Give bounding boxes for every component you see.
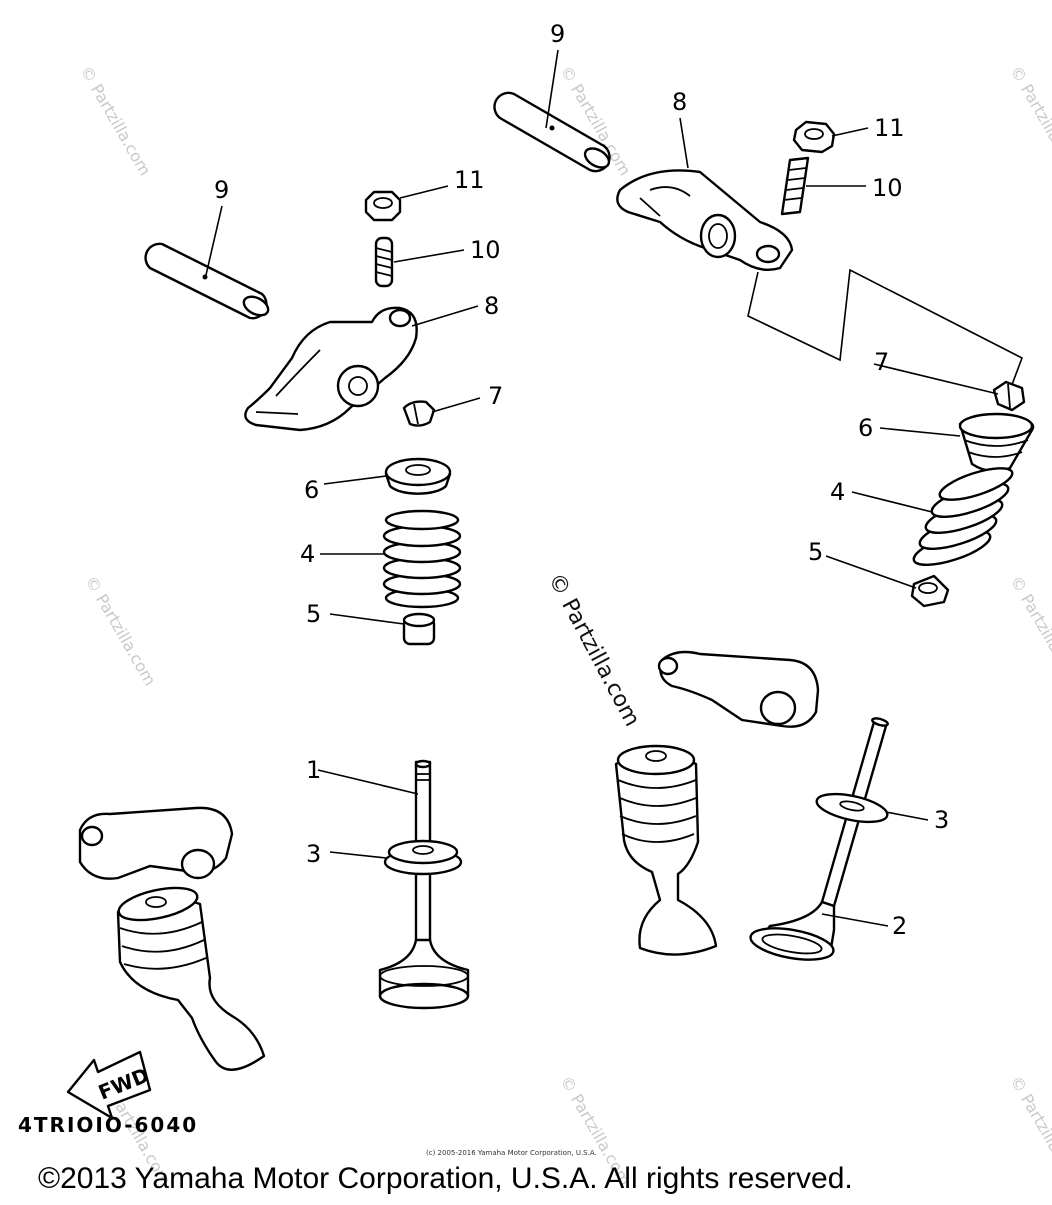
assembly-guide-line — [747, 268, 1023, 391]
watermark: © Partzilla.com — [1007, 573, 1052, 689]
watermark: © Partzilla.com — [77, 63, 155, 179]
spring-retainer-6-right — [958, 412, 1035, 473]
callout-8-left: 8 — [484, 292, 499, 320]
adjusting-screw-10-right — [780, 156, 810, 216]
callout-10-right: 10 — [872, 174, 903, 202]
valve-cotter-7-right — [992, 380, 1026, 412]
forward-direction-arrow: FWD — [66, 1050, 152, 1120]
valve-spring-4-left — [382, 509, 462, 609]
rocker-arm-8-left — [244, 306, 418, 432]
callout-4-left: 4 — [300, 540, 315, 568]
leader-lines — [205, 49, 999, 927]
callout-11-left: 11 — [454, 166, 485, 194]
callout-5-right: 5 — [808, 538, 823, 566]
locknut-11-right — [792, 120, 836, 154]
copyright-notice: ©2013 Yamaha Motor Corporation, U.S.A. A… — [38, 1162, 853, 1195]
callout-6-right: 6 — [858, 414, 873, 442]
watermark: © Partzilla.com — [1007, 1073, 1052, 1189]
callout-10-left: 10 — [470, 236, 501, 264]
callout-2: 2 — [892, 912, 907, 940]
callout-labels: 9 8 11 10 9 11 10 8 7 7 6 6 4 4 5 5 1 3 … — [214, 20, 949, 940]
callout-3-left: 3 — [306, 840, 321, 868]
locknut-11-left — [364, 190, 402, 222]
assembled-valve-ghost-left — [78, 806, 266, 1071]
intake-valve-1 — [378, 759, 470, 1010]
spring-seat-3-left — [383, 839, 463, 876]
watermark: © Partzilla.com — [82, 573, 160, 689]
fine-print-copyright: (c) 2005-2016 Yamaha Motor Corporation, … — [426, 1149, 597, 1157]
valve-stem-seal-5-right — [910, 574, 950, 608]
rocker-arm-8-right — [616, 169, 794, 271]
callout-1: 1 — [306, 756, 321, 784]
callout-5-left: 5 — [306, 600, 321, 628]
callout-7-right: 7 — [874, 348, 889, 376]
callout-6-left: 6 — [304, 476, 319, 504]
watermark: © Partzilla.com — [1007, 63, 1052, 179]
callout-9-right: 9 — [550, 20, 565, 48]
spring-retainer-6-left — [384, 457, 452, 495]
callout-11-right: 11 — [874, 114, 905, 142]
callout-8-right: 8 — [672, 88, 687, 116]
spring-seat-3-right — [815, 792, 889, 824]
part-diagram-code: 4TRIOIO-6040 — [18, 1113, 198, 1137]
exhaust-valve-2 — [749, 717, 889, 961]
valve-cotter-7-left — [402, 400, 436, 427]
callout-7-left: 7 — [488, 382, 503, 410]
valve-stem-seal-5-left — [402, 612, 436, 646]
callout-4-right: 4 — [830, 478, 845, 506]
watermark-center: © Partzilla.com — [543, 569, 645, 731]
rocker-shaft-9-right — [493, 91, 611, 173]
assembled-valve-ghost-right — [614, 650, 820, 956]
rocker-shaft-9-left — [144, 242, 270, 320]
callout-3-right: 3 — [934, 806, 949, 834]
callout-9-left: 9 — [214, 176, 229, 204]
valve-spring-4-right — [912, 467, 1014, 567]
adjusting-screw-10-left — [374, 236, 394, 288]
